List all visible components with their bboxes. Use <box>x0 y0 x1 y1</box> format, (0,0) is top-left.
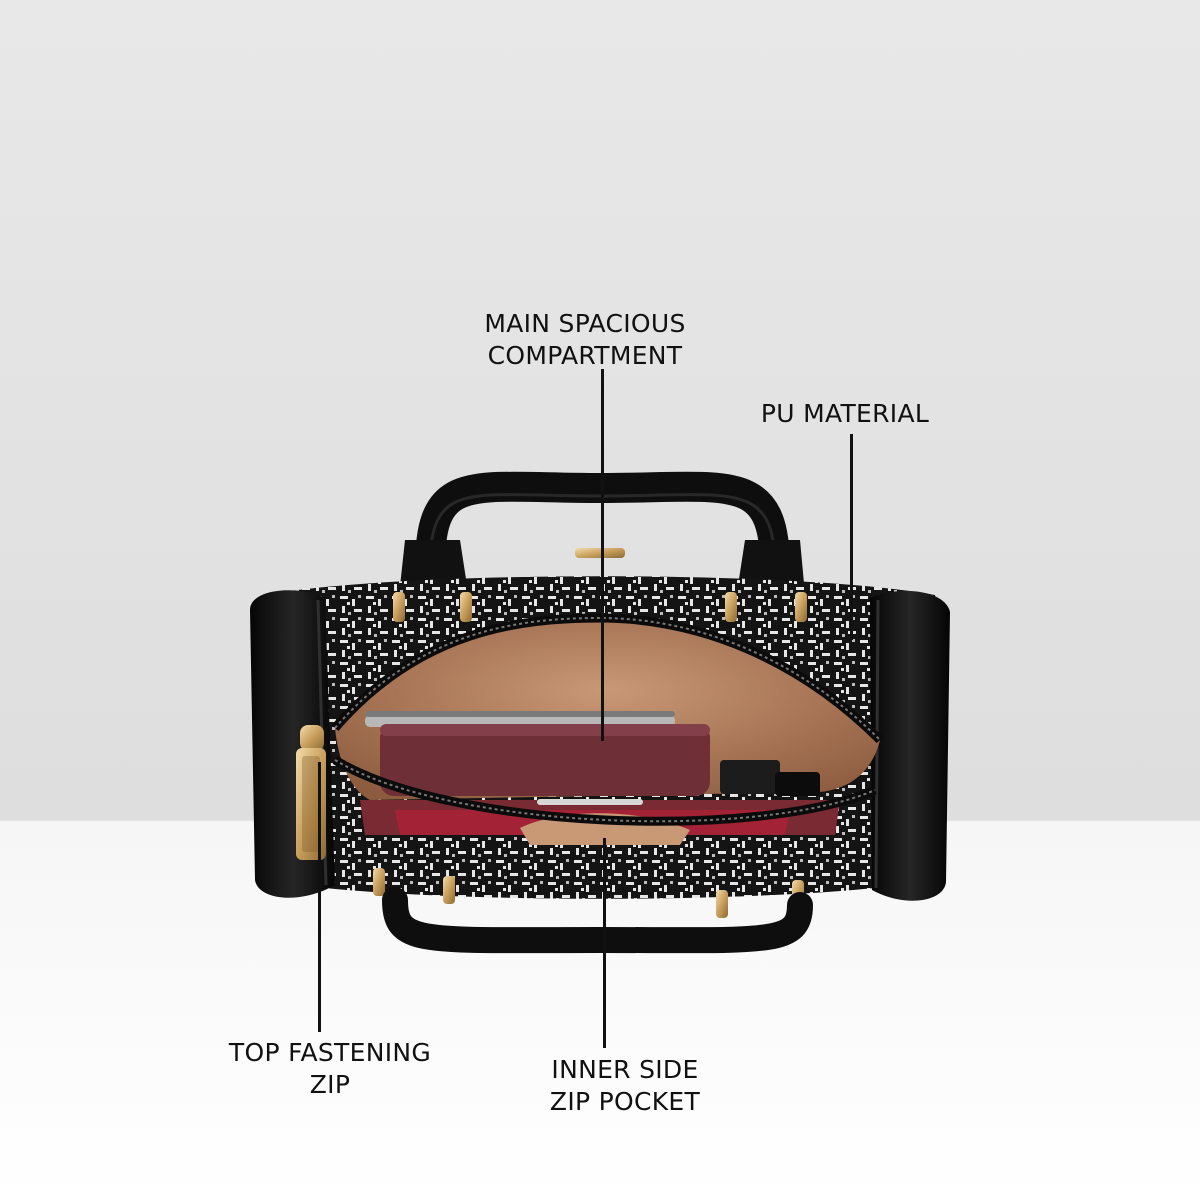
zip-track <box>331 613 884 826</box>
callout-zip-line2: ZIP <box>309 1070 351 1099</box>
leader-line-pu-material <box>850 434 853 640</box>
callout-main-line2: COMPARTMENT <box>487 341 683 370</box>
callout-main-line1: MAIN SPACIOUS <box>484 309 686 338</box>
zip-puller <box>296 725 326 860</box>
leader-line-main-compartment <box>601 369 604 741</box>
callout-inner-pocket: INNER SIDE ZIP POCKET <box>500 1054 750 1118</box>
leader-line-top-zip <box>318 762 321 1032</box>
hardware-studs <box>373 548 807 918</box>
callout-main-compartment: MAIN SPACIOUS COMPARTMENT <box>445 308 725 372</box>
callout-pocket-line2: ZIP POCKET <box>549 1087 701 1116</box>
callout-pu-line1: PU MATERIAL <box>760 399 930 428</box>
callout-pu-material: PU MATERIAL <box>730 398 960 430</box>
bag-handle-bottom <box>382 887 813 954</box>
wallet <box>380 724 710 796</box>
callout-top-zip: TOP FASTENING ZIP <box>205 1037 455 1101</box>
leader-line-inner-pocket <box>603 838 606 1048</box>
callout-zip-line1: TOP FASTENING <box>228 1038 432 1067</box>
callout-pocket-line1: INNER SIDE <box>551 1055 699 1084</box>
